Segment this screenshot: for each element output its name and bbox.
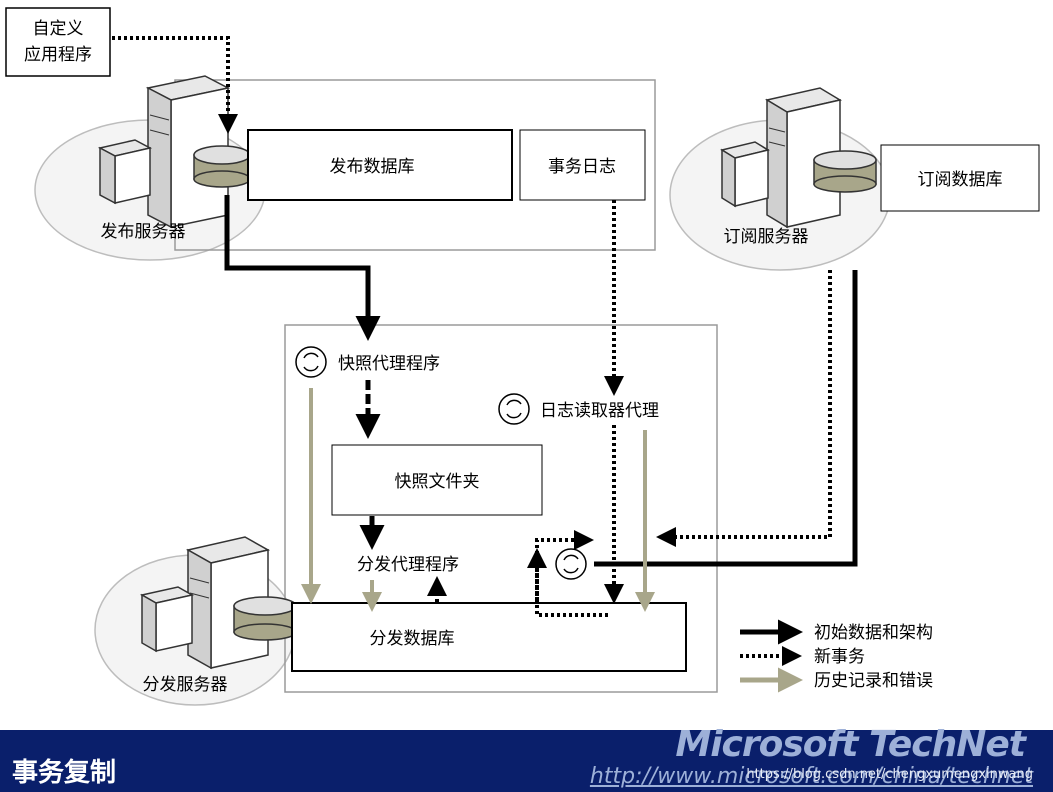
- legend-label-new-transactions: 新事务: [814, 647, 865, 667]
- snapshot-agent-icon: [295, 346, 327, 378]
- distribution-db-cylinder: [233, 596, 297, 641]
- subscriber-db-box: [880, 144, 1040, 212]
- footer-url-link[interactable]: http://www.microsoft.com/china/technet: [589, 764, 1033, 789]
- custom-app-label-1: 自定义: [33, 19, 84, 39]
- log-reader-agent-icon: [498, 393, 530, 425]
- subscriber-db-label: 订阅数据库: [918, 170, 1003, 190]
- footer-bar: 事务复制 Microsoft TechNet http://www.micros…: [0, 724, 1053, 792]
- custom-app-label-2: 应用程序: [24, 45, 92, 65]
- legend-label-initial: 初始数据和架构: [814, 623, 933, 643]
- distribution-agent-icon: [555, 548, 587, 580]
- footer-brand-logo: Microsoft TechNet: [675, 724, 1026, 765]
- arrow-subscriber-to-distribution-dotted: [656, 270, 832, 547]
- distribution-db-label: 分发数据库: [370, 629, 455, 649]
- distribution-agent-label: 分发代理程序: [357, 555, 459, 575]
- subscriber-server-label: 订阅服务器: [724, 227, 809, 247]
- arrow-distribution-agent-to-subscriber-solid: [594, 270, 858, 567]
- snapshot-folder-label: 快照文件夹: [395, 472, 480, 492]
- transaction-log-box: [519, 129, 646, 201]
- transaction-log-label: 事务日志: [548, 157, 616, 177]
- log-reader-agent-label: 日志读取器代理: [540, 401, 659, 421]
- legend-label-history: 历史记录和错误: [814, 671, 933, 691]
- distributor-region: [284, 324, 718, 693]
- subscriber-db-cylinder: [813, 150, 877, 193]
- publisher-server-label: 发布服务器: [101, 222, 186, 242]
- publisher-db-label: 发布数据库: [330, 157, 415, 177]
- legend: 初始数据和架构 新事务 历史记录和错误: [740, 619, 933, 693]
- arrow-custom-app-to-publisher-db: [112, 36, 238, 134]
- publisher-db-cylinder: [193, 145, 251, 188]
- footer-title: 事务复制: [12, 758, 117, 788]
- publisher-db-box: [247, 129, 513, 201]
- arrow-publisher-to-snapshot-agent: [224, 195, 381, 341]
- diagram-canvas: 自定义 应用程序 发布服务器 发布数据库 事务日志 订阅数据库 订: [5, 7, 1040, 706]
- arrow-distribution-db-to-distribution-agent-dotted: [535, 530, 608, 617]
- snapshot-folder-box: [331, 444, 543, 516]
- distributor-server-label: 分发服务器: [143, 675, 228, 695]
- distribution-db-box: [291, 602, 687, 672]
- footer-watermark: https://blog.csdn.net/chengxumengxinwang: [746, 767, 1033, 782]
- custom-app-box: [5, 7, 111, 77]
- snapshot-agent-label: 快照代理程序: [338, 354, 440, 374]
